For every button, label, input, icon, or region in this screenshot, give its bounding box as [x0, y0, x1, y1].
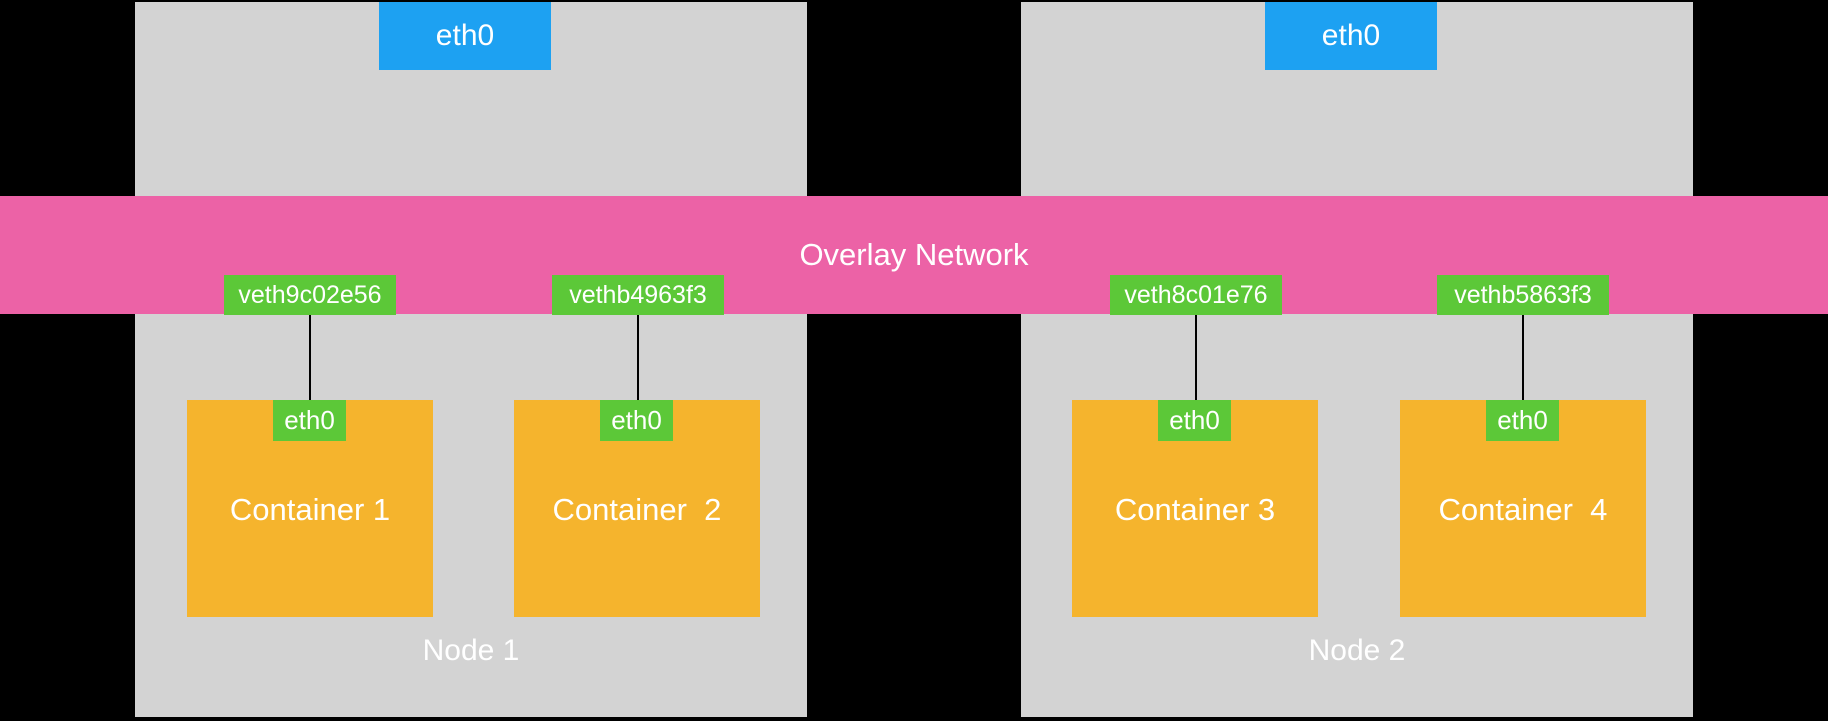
- veth-chip-container-1: veth9c02e56: [224, 275, 396, 315]
- container-3-name: Container 3: [1114, 492, 1276, 527]
- overlay-network-title: Overlay Network: [799, 237, 1029, 272]
- node-2-host-eth0-box: eth0: [1265, 2, 1437, 70]
- connector-line-container-2: [637, 315, 639, 400]
- container-4-eth0-chip: eth0: [1486, 400, 1559, 441]
- container-3-box: eth0 Container 3: [1072, 400, 1318, 617]
- node-2-label: Node 2: [1308, 634, 1406, 667]
- container-2-box: eth0 Container 2: [514, 400, 760, 617]
- node-2-host-eth0-label: eth0: [1321, 19, 1381, 52]
- container-1-box: eth0 Container 1: [187, 400, 433, 617]
- veth-chip-container-2: vethb4963f3: [552, 275, 724, 315]
- veth-chip-container-4: vethb5863f3: [1437, 275, 1609, 315]
- node-1-label: Node 1: [422, 634, 520, 667]
- container-4-box: eth0 Container 4: [1400, 400, 1646, 617]
- connector-line-container-4: [1522, 315, 1524, 400]
- container-1-name: Container 1: [229, 492, 391, 527]
- container-2-eth0-chip: eth0: [600, 400, 673, 441]
- connector-line-container-1: [309, 315, 311, 400]
- node-1-host-eth0-box: eth0: [379, 2, 551, 70]
- node-1-host-eth0-label: eth0: [435, 19, 495, 52]
- container-2-name: Container 2: [552, 492, 722, 527]
- container-3-eth0-chip: eth0: [1158, 400, 1231, 441]
- connector-line-container-3: [1195, 315, 1197, 400]
- container-1-eth0-chip: eth0: [273, 400, 346, 441]
- container-4-name: Container 4: [1438, 492, 1608, 527]
- veth-chip-container-3: veth8c01e76: [1110, 275, 1282, 315]
